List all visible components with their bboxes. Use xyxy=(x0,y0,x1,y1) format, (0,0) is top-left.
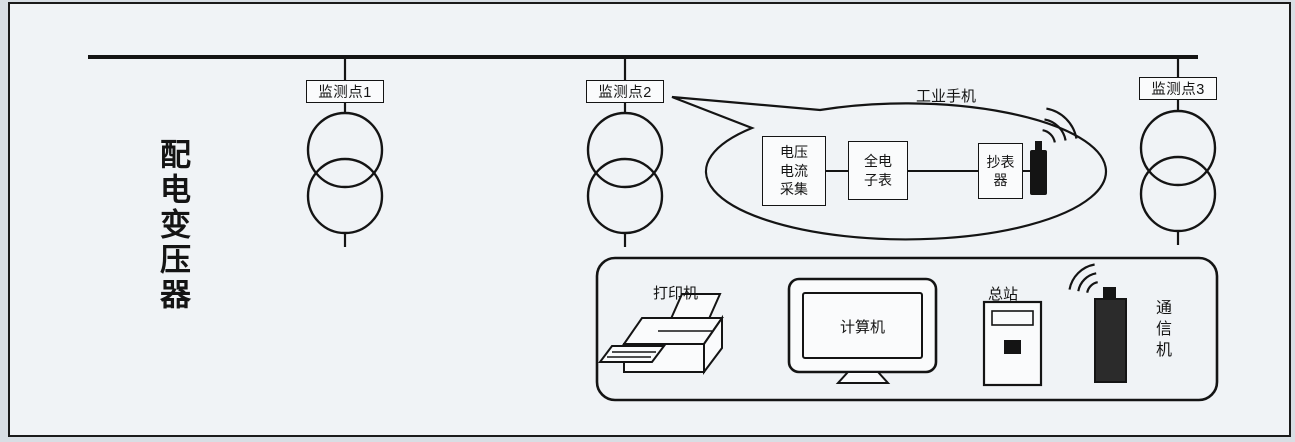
industrial-handset-title: 工业手机 xyxy=(916,88,977,105)
handheld-device-icon xyxy=(1030,141,1047,195)
monitor-point-3-label: 监测点3 xyxy=(1139,77,1217,100)
voltage-current-acquisition-box: 电压 电流 采集 xyxy=(762,136,826,206)
transformer-symbol-3 xyxy=(1139,57,1217,245)
distribution-transformer-label: 配电变压器 xyxy=(155,138,190,313)
comm-device-label: 通信机 xyxy=(1153,299,1170,362)
computer-label: 计算机 xyxy=(839,319,885,336)
printer-icon xyxy=(598,293,724,375)
monitor-point-1-label: 监测点1 xyxy=(306,80,384,103)
printer-label: 打印机 xyxy=(653,285,699,302)
monitor-point-2-label: 监测点2 xyxy=(586,80,664,103)
computer-monitor-icon xyxy=(787,277,938,384)
meter-reader-box: 抄表 器 xyxy=(978,143,1023,199)
comm-device-icon xyxy=(1094,287,1127,383)
electronic-meter-box: 全电 子表 xyxy=(848,141,908,200)
wireless-signal-icon xyxy=(1042,107,1078,143)
master-station-icon xyxy=(982,300,1043,387)
wireless-signal-icon-2 xyxy=(1068,263,1098,293)
master-station-label: 总站 xyxy=(988,286,1019,303)
